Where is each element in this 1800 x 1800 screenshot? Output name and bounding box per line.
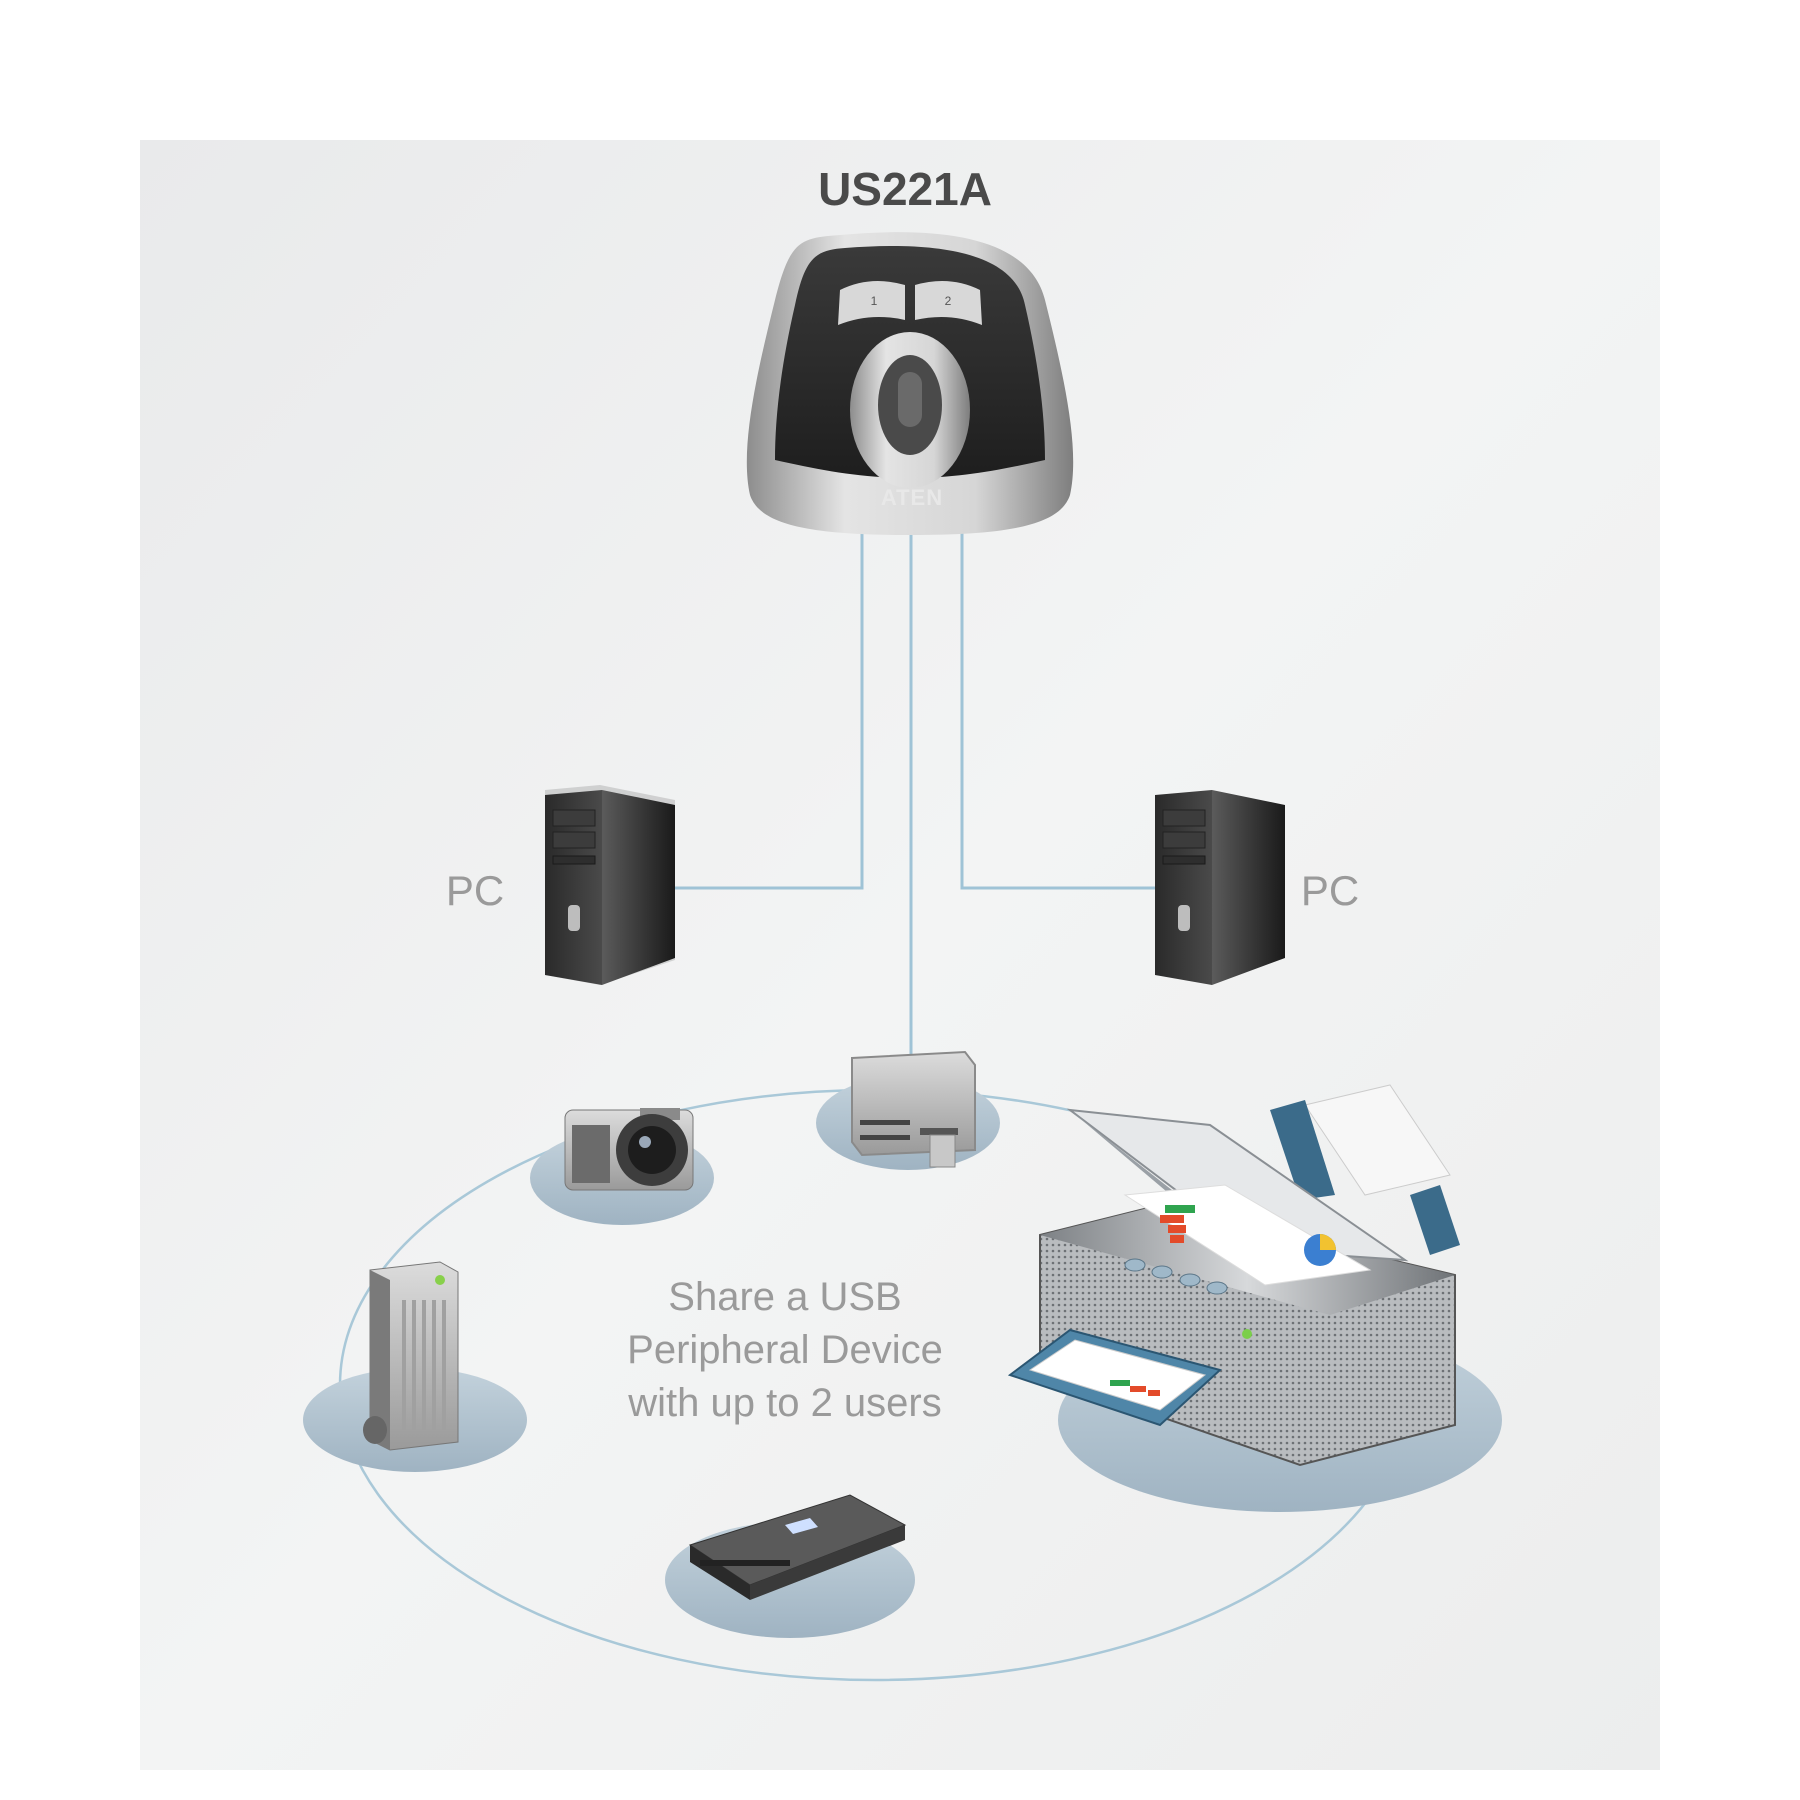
camera-icon (530, 1108, 714, 1225)
switch-port-button-2 (915, 281, 982, 325)
caption-line-1: Share a USB (668, 1275, 901, 1319)
external-drive-icon (303, 1261, 527, 1472)
caption-line-3: with up to 2 users (627, 1381, 942, 1425)
connector-lines (675, 525, 1155, 1058)
device-title: US221A (818, 163, 992, 215)
right-pc-label: PC (1301, 867, 1359, 914)
brand-logo: ATEN (881, 485, 943, 510)
left-pc-tower (545, 785, 675, 985)
scanner-icon (665, 1494, 915, 1638)
cable-to-left-pc (675, 525, 864, 890)
cable-to-right-pc (960, 525, 1155, 890)
caption-line-2: Peripheral Device (627, 1328, 943, 1372)
svg-text:2: 2 (945, 294, 952, 308)
center-caption: Share a USB Peripheral Device with up to… (627, 1275, 943, 1425)
document-bar-chart (1160, 1205, 1195, 1243)
card-reader-icon (816, 1050, 1000, 1170)
usb-switch-device: 1 2 ATEN (746, 232, 1074, 535)
right-pc-tower (1155, 790, 1285, 985)
printer-icon (1007, 1084, 1502, 1512)
switch-port-button-1 (838, 281, 905, 325)
svg-text:1: 1 (871, 294, 878, 308)
left-pc-label: PC (446, 867, 504, 914)
